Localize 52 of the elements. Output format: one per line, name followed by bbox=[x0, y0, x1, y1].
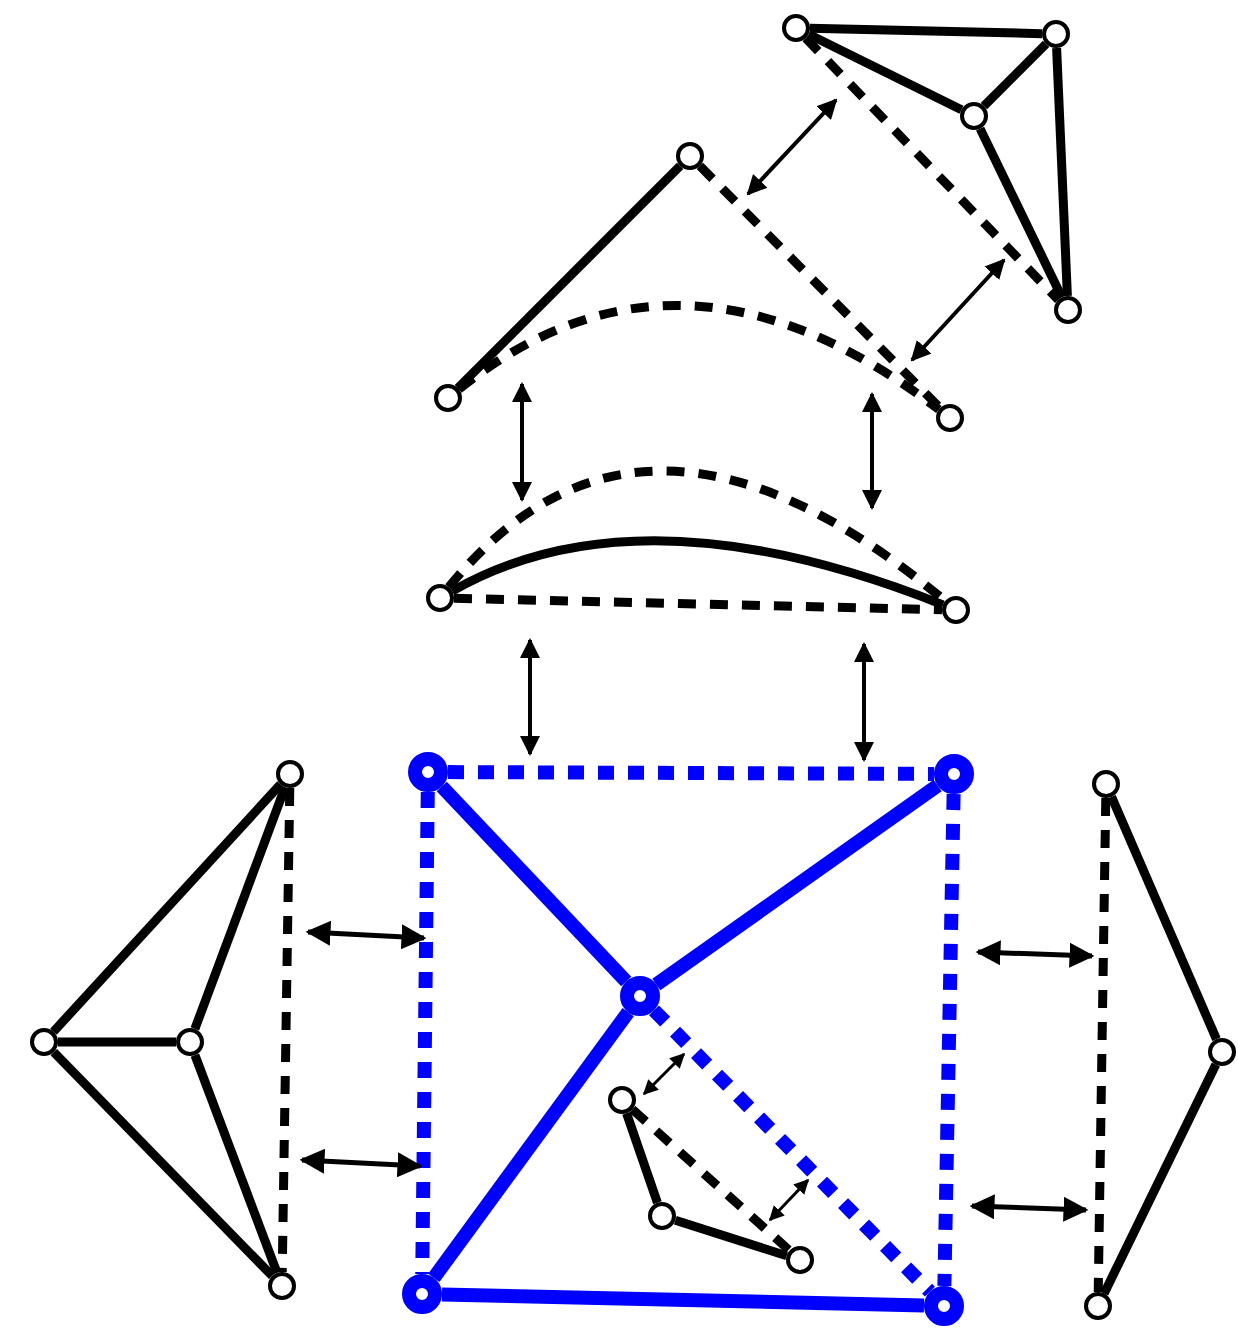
vertex-circle bbox=[268, 1272, 296, 1300]
vertex-circle bbox=[786, 1246, 814, 1274]
vertex-circle bbox=[782, 14, 810, 42]
edge-line bbox=[1052, 47, 1072, 297]
vertex-circle bbox=[936, 404, 964, 432]
edge-line bbox=[809, 23, 1043, 39]
edge-line bbox=[1107, 795, 1221, 1041]
vertex-circle bbox=[276, 760, 304, 788]
edge-line bbox=[190, 785, 290, 1031]
edge-line bbox=[441, 1287, 925, 1313]
vertex-circle bbox=[1054, 296, 1082, 324]
dashed-edge-line bbox=[802, 34, 1062, 304]
dashed-edge-line bbox=[629, 1106, 793, 1254]
vertex-circle bbox=[942, 596, 970, 624]
vertex-circle bbox=[1042, 20, 1070, 48]
dashed-edge-line bbox=[456, 301, 942, 414]
dashed-edge-line bbox=[649, 1005, 935, 1297]
vertex-circle bbox=[648, 1202, 676, 1230]
vertex-circle bbox=[934, 754, 974, 794]
dashed-edge-line bbox=[277, 787, 295, 1273]
edge-line bbox=[980, 40, 1050, 110]
vertex-circle bbox=[402, 1274, 442, 1314]
vertex-circle bbox=[1208, 1038, 1236, 1066]
dashed-edge-line bbox=[937, 793, 961, 1287]
edge-line bbox=[50, 1048, 276, 1280]
edge-line bbox=[436, 781, 632, 987]
vertex-circle bbox=[924, 1286, 964, 1326]
vertex-circle bbox=[608, 1086, 636, 1114]
vertex-circle bbox=[30, 1028, 58, 1056]
vertex-circle bbox=[434, 384, 462, 412]
vertex-circle bbox=[408, 752, 448, 792]
vertex-circle bbox=[426, 584, 454, 612]
edge-line bbox=[190, 1053, 282, 1275]
edge-line bbox=[622, 1111, 662, 1205]
edge-line bbox=[806, 30, 964, 114]
vertex-circle bbox=[176, 1028, 204, 1056]
vertex-circle bbox=[960, 102, 988, 130]
edge-line bbox=[450, 536, 945, 610]
dashed-edge-line bbox=[453, 593, 943, 615]
vertex-circle bbox=[1092, 770, 1120, 798]
edge-line bbox=[673, 1215, 789, 1261]
edge-line bbox=[58, 1037, 176, 1047]
dashed-edge-line bbox=[415, 791, 435, 1275]
edge-line bbox=[428, 1008, 634, 1282]
vertex-circle bbox=[676, 142, 704, 170]
dashed-edge-line bbox=[447, 765, 935, 781]
edge-line bbox=[976, 126, 1066, 300]
edge-line bbox=[50, 781, 284, 1035]
dashed-edge-line bbox=[1093, 797, 1111, 1293]
vertex-circle bbox=[1084, 1292, 1112, 1320]
edge-line bbox=[652, 779, 942, 991]
edge-line bbox=[1100, 1062, 1220, 1296]
